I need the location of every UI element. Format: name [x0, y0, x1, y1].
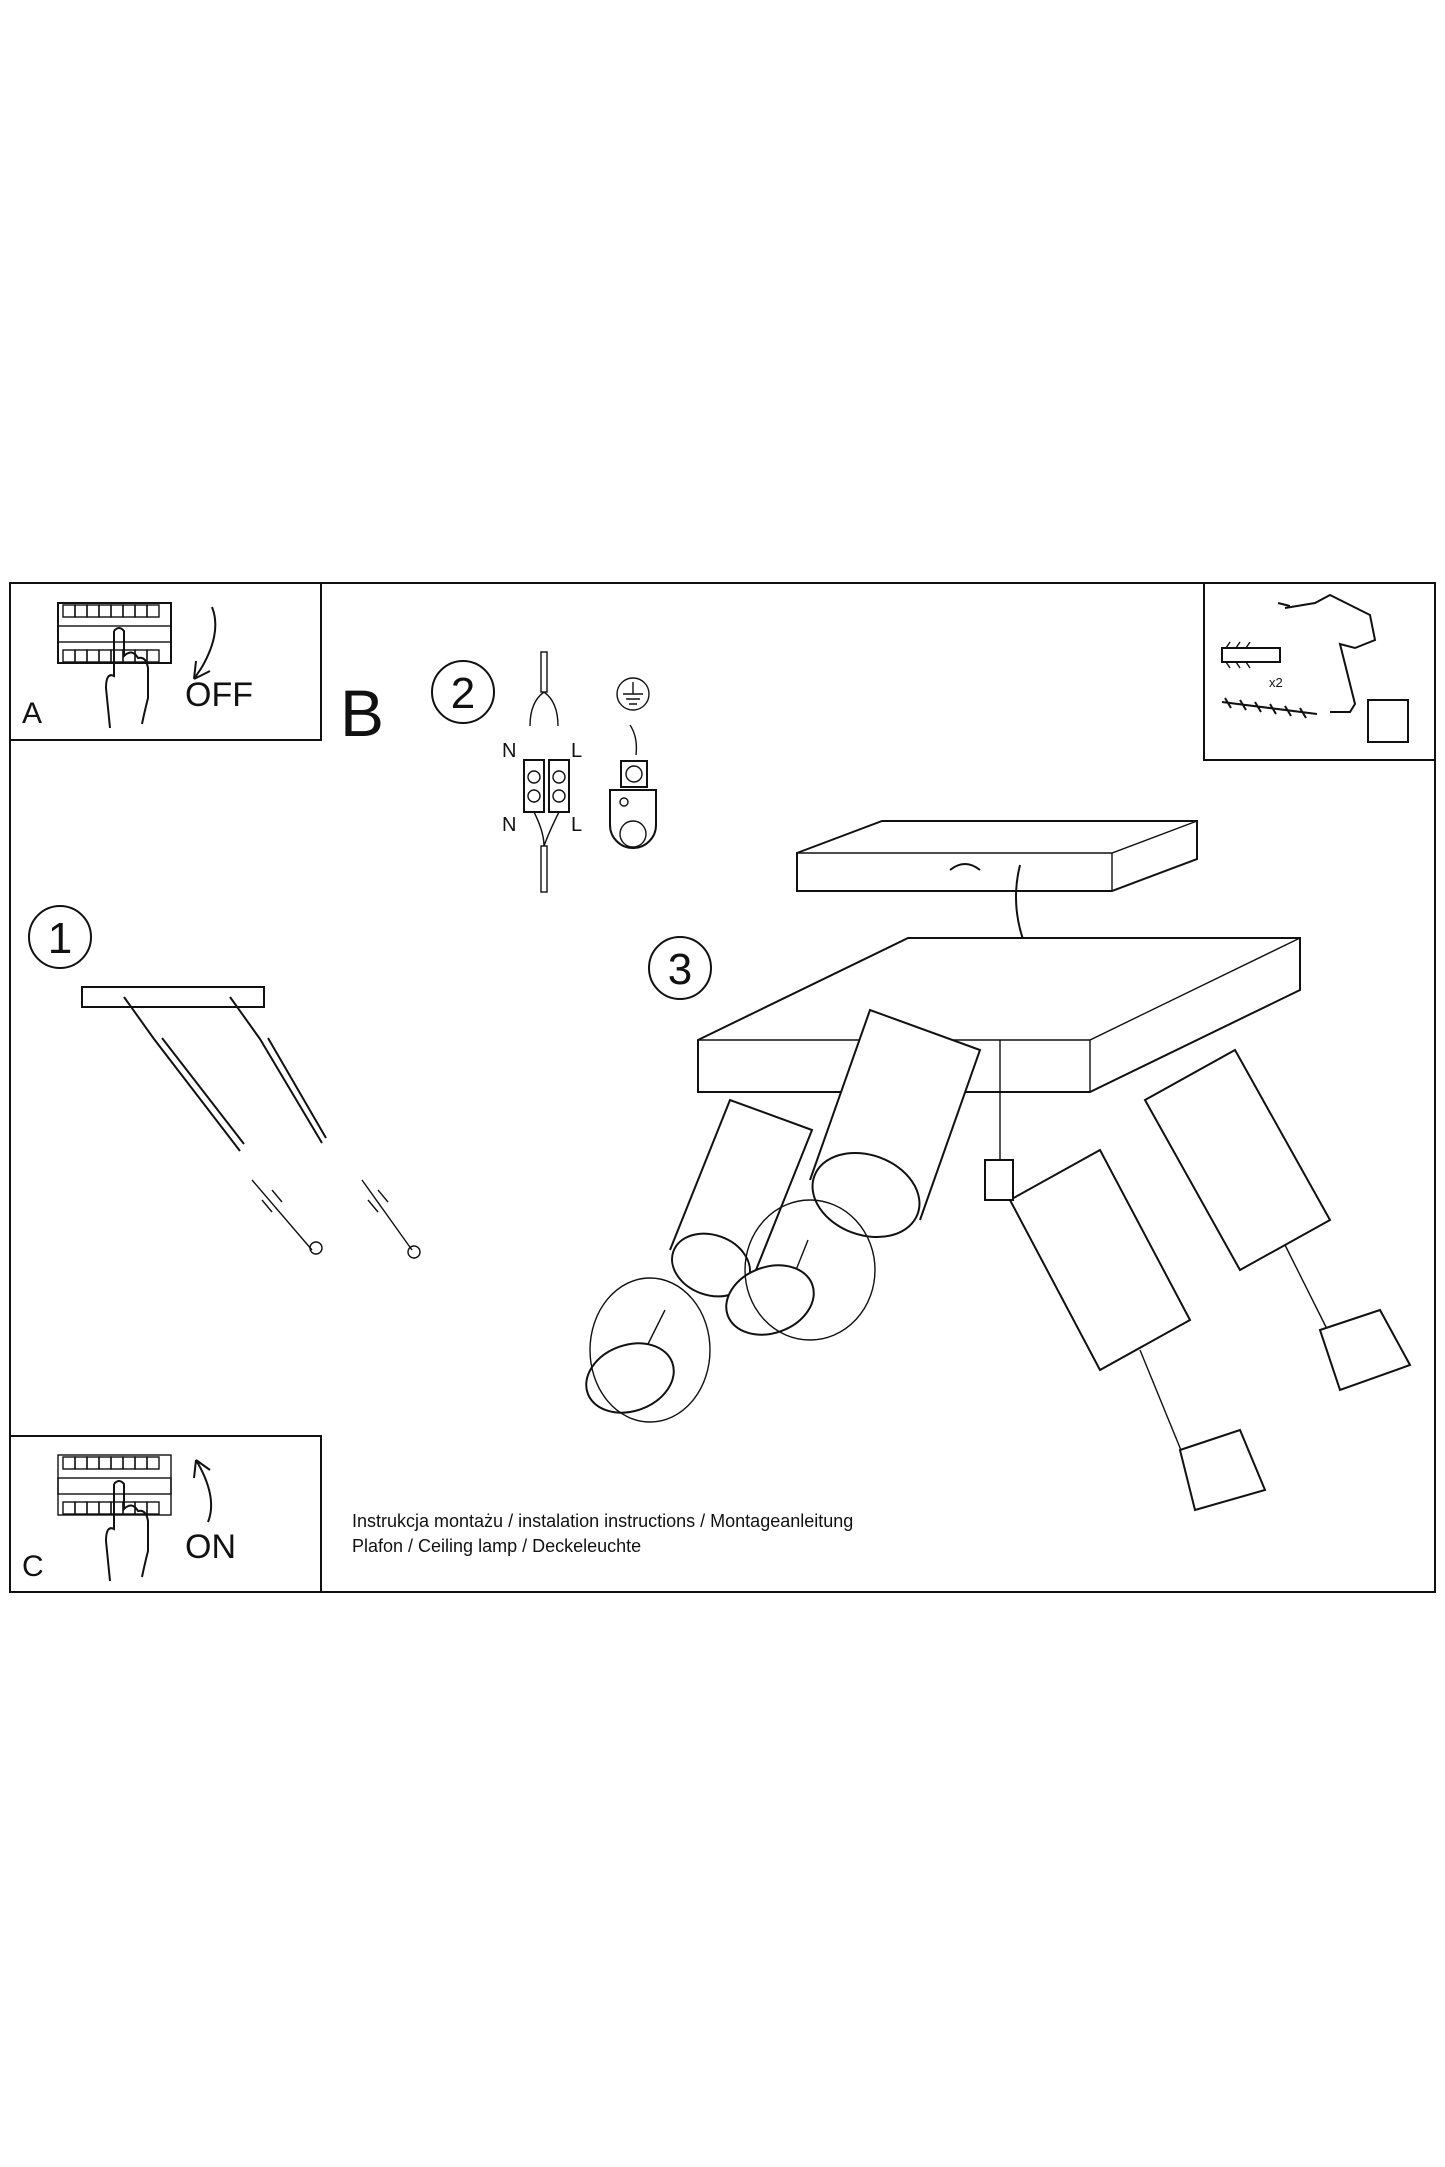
- step-2-circle: [431, 660, 495, 724]
- cable-connector: [984, 1159, 1014, 1201]
- caption-line-1: Instrukcja montażu / instalation instruc…: [352, 1511, 853, 1531]
- panel-c-box: [9, 1435, 322, 1593]
- spotlight-2: [725, 1008, 982, 1341]
- wall-plug-icon: [1221, 641, 1281, 669]
- hand-icon: [104, 627, 149, 729]
- arrow-down-icon: [193, 606, 217, 680]
- step-1-circle: [28, 905, 92, 969]
- wire-label-n-bottom: N: [502, 814, 516, 836]
- step-2-number: 2: [451, 669, 475, 718]
- hand-icon: [104, 1480, 149, 1582]
- step-1-number: 1: [48, 914, 72, 963]
- ceiling-plate: [81, 986, 265, 1008]
- panel-b-letter: B: [340, 676, 384, 750]
- spotlight-3: [984, 1040, 1267, 1512]
- caption-line-2: Plafon / Ceiling lamp / Deckeleuchte: [352, 1536, 641, 1556]
- step-3-number: 3: [668, 945, 692, 994]
- panel-a-box: [9, 582, 322, 741]
- screw-icon: [1221, 697, 1318, 719]
- terminal-block-icon: [523, 651, 570, 893]
- mounting-bracket: [796, 820, 1198, 946]
- panel-c-letter: C: [22, 1550, 44, 1583]
- wire-label-l-top: L: [571, 740, 582, 762]
- quantity-label: x2: [1269, 675, 1283, 690]
- outer-frame: [9, 582, 1436, 1593]
- drill-icon: [1277, 593, 1409, 743]
- screw-and-plug-icon: [123, 996, 421, 1259]
- wire-label-l-bottom: L: [571, 814, 582, 836]
- off-label: OFF: [185, 676, 253, 714]
- wire-label-n-top: N: [502, 740, 516, 762]
- arrow-up-icon: [193, 1459, 213, 1523]
- tools-box: [1203, 582, 1436, 761]
- ground-terminal-icon: [609, 677, 657, 849]
- lamp-base-plate: [697, 937, 1301, 1093]
- spotlight-4: [1143, 1048, 1412, 1392]
- step-3-circle: [648, 936, 712, 1000]
- spotlight-1: [585, 1098, 814, 1423]
- panel-a-letter: A: [22, 697, 42, 730]
- on-label: ON: [185, 1528, 236, 1566]
